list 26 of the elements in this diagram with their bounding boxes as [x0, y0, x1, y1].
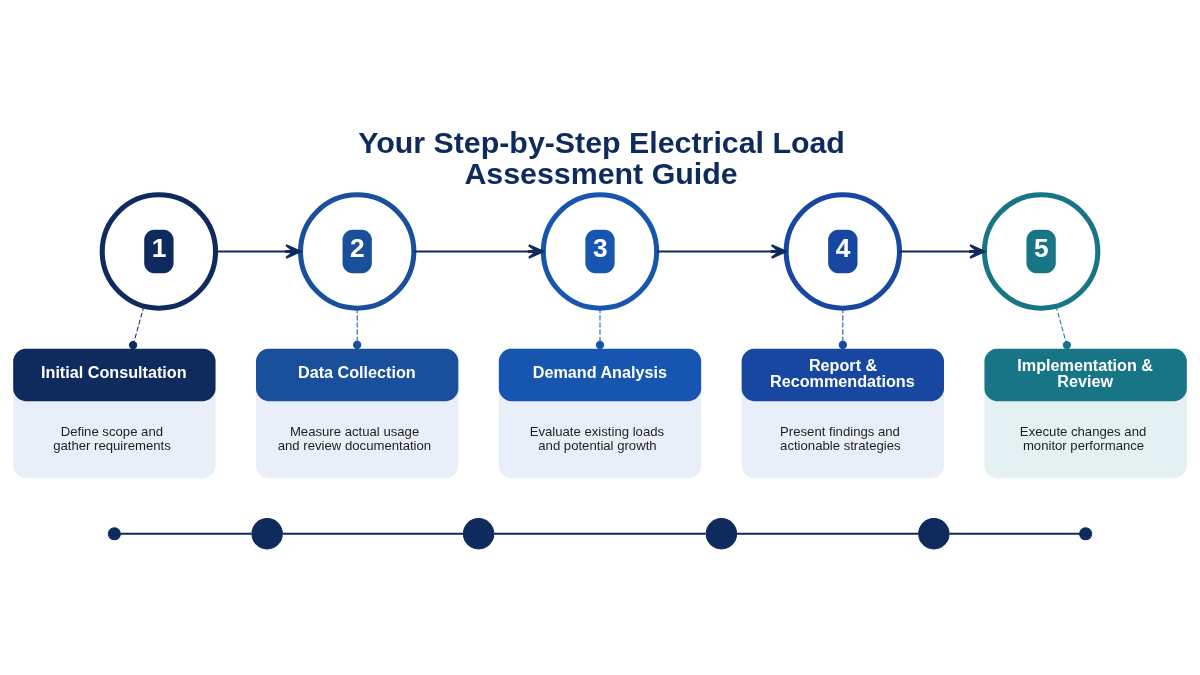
node-circle: 5 [981, 192, 1101, 311]
connector [1055, 305, 1072, 350]
connector [838, 307, 847, 350]
arrow [414, 244, 544, 259]
node-circle [705, 518, 738, 550]
diagram-title: Your Step-by-Step Electrical Load Assessment Guide [358, 126, 845, 190]
connector [282, 532, 464, 535]
node-circle [107, 527, 121, 541]
connector [949, 532, 1080, 535]
node-circle: 4 [783, 192, 902, 311]
node-circle: 1 [99, 192, 219, 311]
connector [128, 305, 145, 350]
connector [353, 307, 362, 350]
arrow [656, 244, 787, 259]
connector [595, 307, 605, 350]
node-circle [251, 518, 283, 550]
node-circle: 3 [540, 192, 660, 311]
connector [493, 532, 706, 535]
connector [120, 532, 252, 535]
node-circle [1079, 527, 1093, 541]
arrow [215, 244, 302, 259]
connector [736, 532, 919, 535]
arrow [899, 244, 986, 259]
node-circle [918, 518, 950, 550]
node-circle: 2 [298, 192, 417, 311]
node-circle [462, 518, 495, 550]
